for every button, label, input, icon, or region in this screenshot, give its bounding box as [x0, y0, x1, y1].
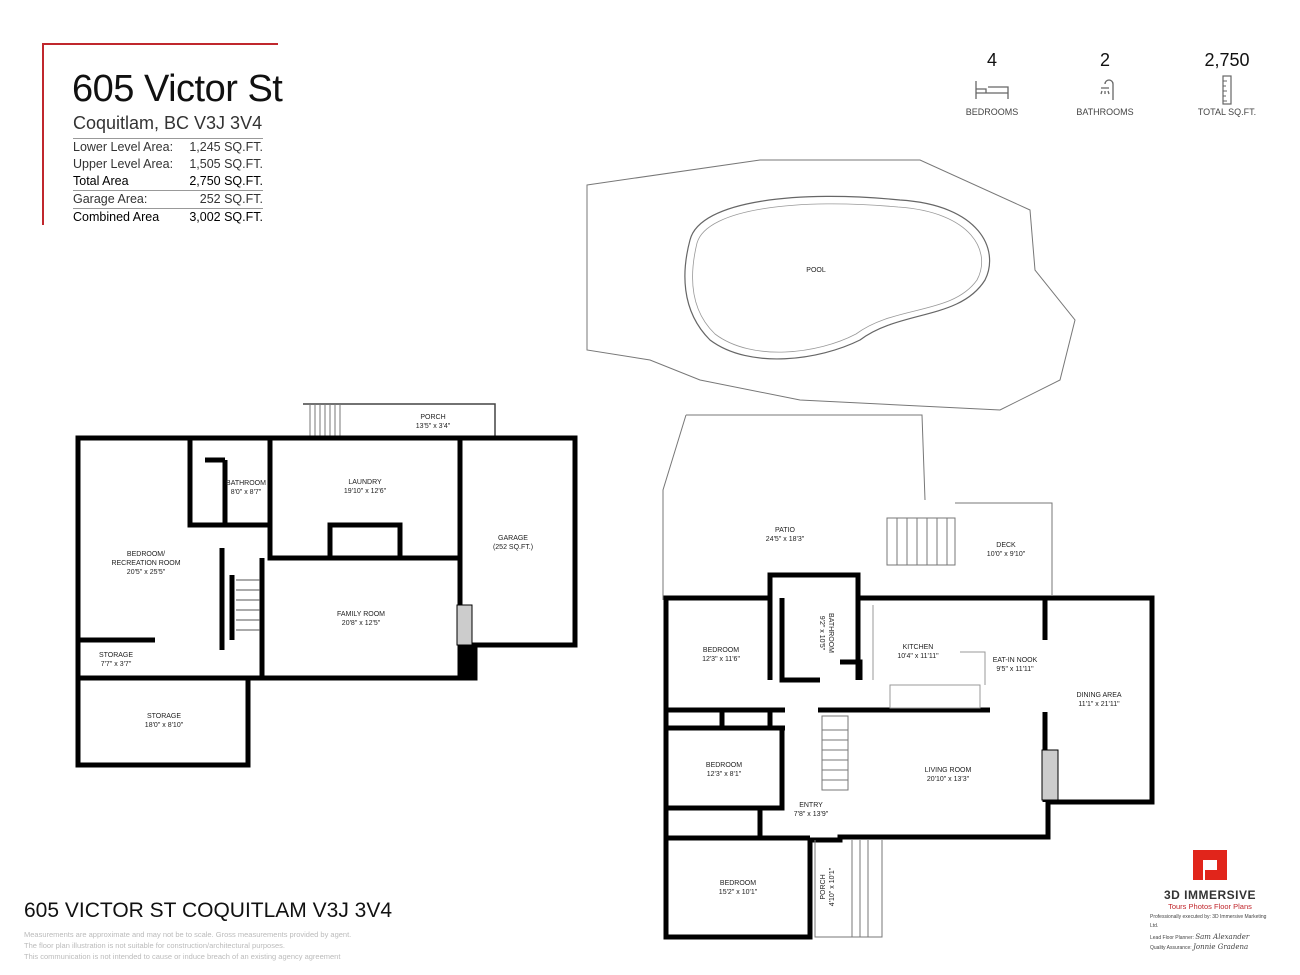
- stat-bedrooms: 4 BEDROOMS: [937, 50, 1047, 117]
- upper-closet-walls: [666, 707, 785, 731]
- lower-level-plan: [75, 403, 578, 768]
- stat-sqft: 2,750 TOTAL SQ.FT.: [1172, 50, 1282, 117]
- area-value: 1,245 SQ.FT.: [189, 140, 263, 154]
- accent-line-vertical: [42, 43, 44, 225]
- deck-outline: [955, 502, 1053, 595]
- area-value: 3,002 SQ.FT.: [189, 210, 263, 224]
- logo-credit: Professionally executed by: 3D Immersive…: [1150, 914, 1267, 929]
- area-label: Combined Area: [73, 210, 160, 224]
- upper-outer-walls: [663, 572, 1155, 940]
- bed-icon: [937, 77, 1047, 103]
- logo-brand: 3D IMMERSIVE: [1163, 888, 1256, 902]
- room-label-pool: POOL: [806, 267, 826, 274]
- area-value: 2,750 SQ.FT.: [189, 174, 263, 188]
- upper-bedroom2-walls: [666, 728, 785, 811]
- stat-label: TOTAL SQ.FT.: [1197, 107, 1257, 117]
- area-label: Total Area: [73, 174, 129, 188]
- stat-value: 4: [986, 50, 997, 70]
- area-row-combined: Combined Area 3,002 SQ.FT.: [73, 208, 263, 226]
- lower-chimney: [460, 645, 475, 678]
- area-table: Lower Level Area: 1,245 SQ.FT. Upper Leve…: [73, 138, 263, 226]
- area-label: Upper Level Area:: [73, 157, 174, 171]
- quality-assurance: Quality Assurance: Jonnie Gradena: [1150, 943, 1249, 951]
- lower-fireplace: [456, 604, 473, 646]
- area-label: Garage Area:: [73, 192, 148, 206]
- stat-label: BEDROOMS: [965, 107, 1019, 117]
- area-label: Lower Level Area:: [73, 140, 174, 154]
- area-value: 1,505 SQ.FT.: [189, 157, 263, 171]
- stat-bathrooms: 2 BATHROOMS: [1050, 50, 1160, 117]
- lower-porch-outline: [303, 403, 496, 438]
- disclaimer-line: The floor plan illustration is not suita…: [24, 941, 285, 950]
- ruler-icon: [1172, 75, 1282, 105]
- upper-front-porch: [814, 840, 883, 938]
- disclaimer-line: This communication is not intended to ca…: [24, 952, 341, 961]
- deck-stairs: [886, 517, 956, 566]
- logo-tagline: Tours Photos Floor Plans: [1168, 902, 1252, 911]
- lower-storage-wall: [80, 637, 248, 681]
- kitchen-counters: [872, 605, 986, 709]
- area-row-lower: Lower Level Area: 1,245 SQ.FT.: [73, 138, 263, 156]
- disclaimer: Measurements are approximate and may not…: [24, 929, 351, 962]
- page-subtitle: Coquitlam, BC V3J 3V4: [73, 113, 263, 133]
- upper-stairs: [821, 715, 849, 791]
- area-row-total: Total Area 2,750 SQ.FT.: [73, 173, 263, 190]
- disclaimer-line: Measurements are approximate and may not…: [24, 930, 352, 939]
- page-title: 605 Victor St: [72, 68, 283, 110]
- lead-planner: Lead Floor Planner: Sam Alexander: [1150, 933, 1250, 941]
- upper-bath-walls: [840, 598, 863, 680]
- shower-icon: [1050, 77, 1160, 103]
- stat-label: BATHROOMS: [1076, 107, 1134, 117]
- lower-laundry-wall: [267, 438, 460, 561]
- room-label-garage: GARAGE(252 SQ.FT.): [492, 535, 534, 551]
- company-logo: 3D IMMERSIVE Tours Photos Floor Plans Pr…: [1150, 850, 1270, 953]
- lower-stair-walls: [219, 548, 265, 678]
- pool-outline: [684, 195, 991, 360]
- lower-porch-stairs: [309, 404, 341, 438]
- footer-address: 605 VICTOR ST COQUITLAM V3J 3V4: [24, 899, 393, 922]
- lower-stairs: [236, 579, 260, 631]
- patio-outline: [662, 414, 926, 600]
- accent-line-horizontal: [42, 43, 278, 45]
- upper-bottom-closet: [666, 810, 810, 841]
- stat-value: 2,750: [1204, 50, 1250, 70]
- area-row-garage: Garage Area: 252 SQ.FT.: [73, 190, 263, 208]
- upper-fireplace: [1041, 749, 1059, 801]
- area-row-upper: Upper Level Area: 1,505 SQ.FT.: [73, 156, 263, 173]
- area-value: 252 SQ.FT.: [199, 192, 263, 206]
- upper-level-plan: [586, 159, 1155, 940]
- upper-bedroom1-walls: [767, 575, 820, 683]
- pool-inner-outline: [692, 203, 982, 353]
- pool-deck-outline: [586, 159, 1076, 411]
- stat-value: 2: [1099, 50, 1110, 70]
- logo-mark-icon: [1193, 850, 1227, 880]
